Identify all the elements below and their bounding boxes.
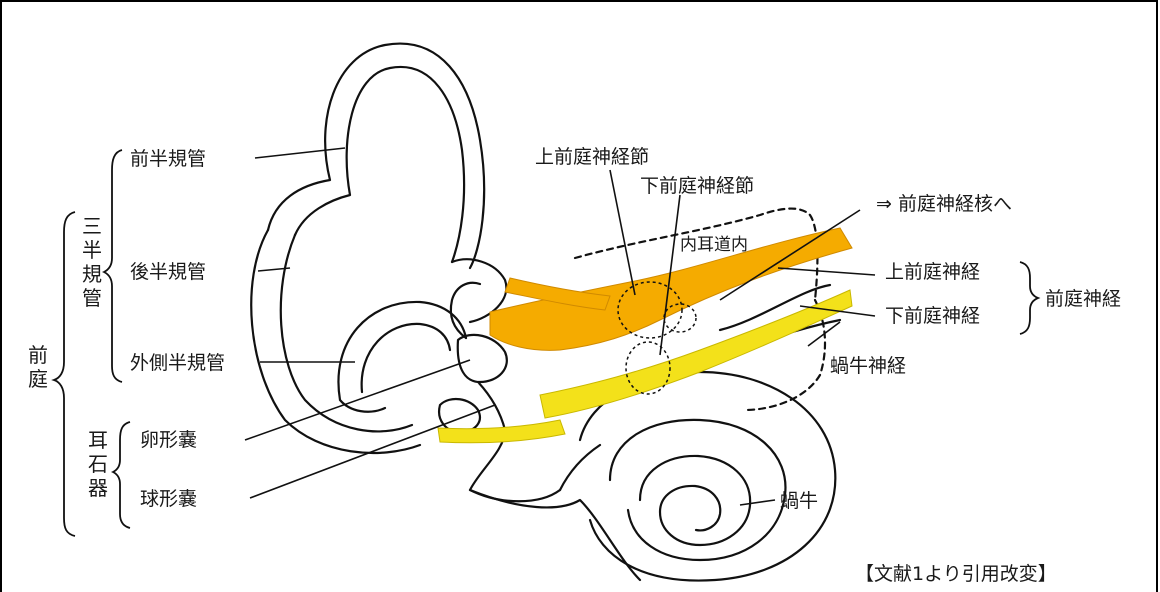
otolith-bracket — [113, 422, 130, 528]
cochlear-nerve-label: 蝸牛神経 — [830, 355, 906, 377]
ampulla-shape — [451, 283, 480, 338]
saccule-leader — [250, 405, 495, 498]
cochlea-label: 蝸牛 — [780, 490, 818, 512]
lateral-canal-shape — [338, 302, 466, 412]
superior-nerve-label: 上前庭神経 — [885, 261, 980, 283]
canals-vertical-3: 管 — [82, 286, 102, 310]
canals-bracket — [104, 150, 122, 382]
vestibule-vertical-1: 庭 — [28, 367, 48, 391]
vestibular-nerve-label: 前庭神経 — [1045, 288, 1121, 310]
vestibular-nerve-bracket — [1020, 262, 1038, 334]
inferior-nerve-label: 下前庭神経 — [885, 305, 980, 327]
citation-label: 【文献1より引用改変】 — [855, 563, 1057, 585]
cochlea-leader — [740, 500, 775, 505]
lateral-canal-label: 外側半規管 — [130, 352, 225, 374]
canals-vertical-0: 三 — [82, 214, 102, 238]
superior-nerve-leader — [778, 268, 875, 275]
internal-canal-label: 内耳道内 — [680, 235, 748, 255]
cochlea-middle-coil — [610, 420, 785, 560]
vestibule-vertical-0: 前 — [28, 343, 48, 367]
superior-ganglion-leader — [610, 170, 635, 295]
cochlea-inner-coil — [640, 456, 750, 545]
saccule-label: 球形嚢 — [140, 488, 197, 510]
utricle-label: 卵形嚢 — [140, 429, 197, 451]
otolith-vertical-0: 耳 — [88, 428, 108, 452]
canals-vertical-2: 規 — [82, 262, 102, 286]
anterior-canal-leader — [255, 148, 345, 158]
otolith-vertical-1: 石 — [88, 452, 108, 476]
inferior-ganglion-label: 下前庭神経節 — [640, 175, 754, 197]
vestibule-bracket — [54, 212, 75, 536]
otolith-vertical-2: 器 — [88, 476, 108, 500]
posterior-canal-label: 後半規管 — [130, 261, 206, 283]
canals-vertical-1: 半 — [82, 238, 102, 262]
posterior-canal-shape — [251, 230, 420, 453]
to-nucleus-label: ⇒ 前庭神経核へ — [876, 193, 1012, 215]
cochlea-outer-shape — [580, 372, 835, 581]
anterior-canal-shape — [268, 44, 484, 268]
anterior-canal-label: 前半規管 — [130, 148, 206, 170]
superior-ganglion-label: 上前庭神経節 — [535, 146, 649, 168]
lower-outline — [470, 490, 640, 580]
